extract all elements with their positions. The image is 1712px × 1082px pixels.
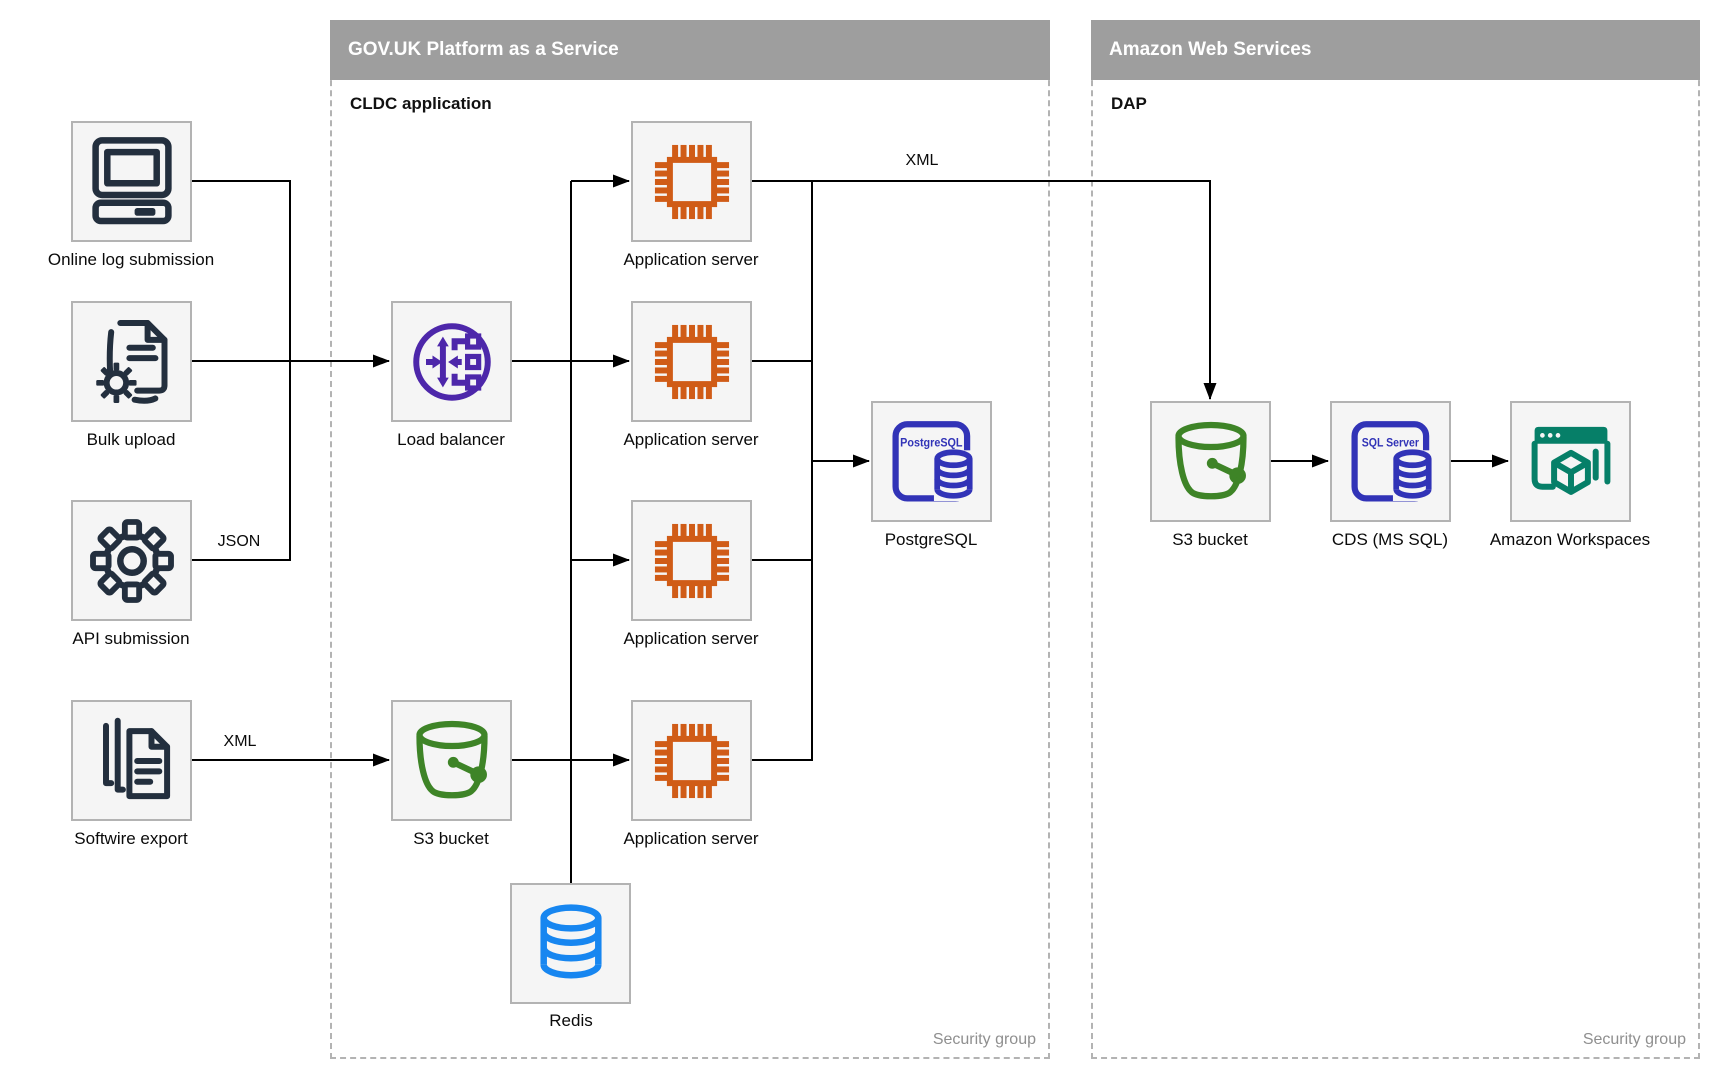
node-api-submission — [71, 500, 192, 621]
zone-aws: Amazon Web Services DAP Security group — [1091, 20, 1700, 1059]
node-s3-bucket-aws — [1150, 401, 1271, 522]
edge-label-xml-feed: XML — [905, 152, 939, 169]
zone-aws-security-label: Security group — [1582, 1031, 1686, 1048]
redis-database-icon — [539, 903, 602, 978]
node-amazon-workspaces — [1510, 401, 1631, 522]
chip-icon — [654, 324, 729, 399]
node-load-balancer — [391, 301, 512, 422]
node-label-load-balancer: Load balancer — [397, 430, 505, 449]
zone-aws-title: Amazon Web Services — [1109, 39, 1312, 60]
node-label-application-server-4: Application server — [623, 829, 759, 848]
node-postgresql: PostgreSQL — [871, 401, 992, 522]
node-label-online-log-submission: Online log submission — [47, 250, 215, 269]
document-gear-icon — [95, 319, 167, 404]
zone-govuk-paas-sublabel: CLDC application — [350, 94, 492, 113]
node-label-api-submission: API submission — [72, 629, 190, 648]
zone-govuk-paas: GOV.UK Platform as a Service CLDC applic… — [330, 20, 1050, 1059]
node-label-softwire-export: Softwire export — [74, 829, 188, 848]
zone-govuk-paas-security-label: Security group — [932, 1031, 1036, 1048]
chip-icon — [654, 523, 729, 598]
node-online-log-submission — [71, 121, 192, 242]
sql-server-icon: SQL Server — [1350, 420, 1435, 502]
node-label-s3-bucket-aws: S3 bucket — [1172, 530, 1248, 549]
postgresql-icon-text: PostgreSQL — [900, 435, 963, 449]
node-label-application-server-1: Application server — [623, 250, 759, 269]
s3-bucket-icon — [1174, 421, 1247, 499]
documents-icon — [102, 717, 170, 799]
node-label-application-server-3: Application server — [623, 629, 759, 648]
node-softwire-export — [71, 700, 192, 821]
zone-aws-header: Amazon Web Services — [1091, 20, 1700, 80]
edge-label-xml-export: XML — [223, 733, 257, 750]
node-s3-bucket-paas — [391, 700, 512, 821]
node-redis — [510, 883, 631, 1004]
gear-icon — [89, 518, 174, 603]
node-label-postgresql: PostgreSQL — [884, 530, 978, 549]
load-balancer-icon — [412, 322, 491, 401]
node-bulk-upload — [71, 301, 192, 422]
node-label-redis: Redis — [549, 1011, 593, 1030]
node-label-cds-ms-sql: CDS (MS SQL) — [1331, 530, 1449, 549]
postgresql-icon: PostgreSQL — [891, 420, 976, 502]
node-label-amazon-workspaces: Amazon Workspaces — [1489, 530, 1651, 549]
zone-aws-sublabel: DAP — [1111, 94, 1147, 113]
zone-govuk-paas-header: GOV.UK Platform as a Service — [330, 20, 1050, 80]
node-label-bulk-upload: Bulk upload — [86, 430, 176, 449]
computer-icon — [91, 136, 172, 224]
edge-label-json: JSON — [217, 533, 261, 550]
node-label-s3-bucket-paas: S3 bucket — [413, 829, 489, 848]
chip-icon — [654, 723, 729, 798]
node-application-server-1 — [631, 121, 752, 242]
zone-govuk-paas-title: GOV.UK Platform as a Service — [348, 39, 619, 60]
node-application-server-4 — [631, 700, 752, 821]
s3-bucket-icon — [415, 720, 488, 798]
chip-icon — [654, 144, 729, 219]
node-application-server-3 — [631, 500, 752, 621]
workspaces-icon — [1531, 426, 1610, 495]
sql-server-icon-text: SQL Server — [1361, 435, 1418, 449]
node-application-server-2 — [631, 301, 752, 422]
node-cds-ms-sql: SQL Server — [1330, 401, 1451, 522]
node-label-application-server-2: Application server — [623, 430, 759, 449]
